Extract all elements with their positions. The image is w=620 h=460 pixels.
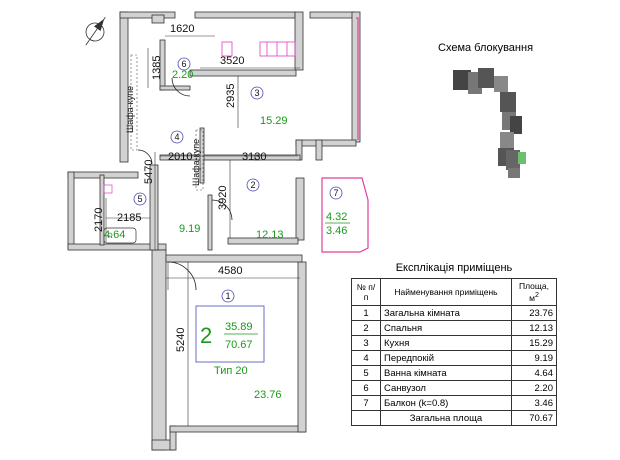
- block-scheme: [453, 68, 526, 178]
- outer-walls: [67, 11, 361, 451]
- apartment-total-area: 70.67: [225, 339, 253, 351]
- room-7-area: 3.46: [326, 225, 347, 237]
- dim-2010: 2010: [168, 151, 192, 163]
- north-arrow-icon: [85, 17, 106, 46]
- room-7-area-gross: 4.32: [326, 211, 347, 223]
- row-area: 23.76: [511, 305, 557, 321]
- room-1-area: 23.76: [254, 389, 282, 401]
- legend-header-num: № п/п: [351, 278, 381, 306]
- row-area: 3.46: [511, 395, 557, 411]
- apartment-summary-box: [195, 305, 265, 363]
- row-name: Спальня: [380, 320, 512, 336]
- apartment-room-count: 2: [200, 323, 212, 348]
- dim-3130: 3130: [242, 151, 266, 163]
- dim-1385: 1385: [151, 56, 163, 80]
- room-7-number: 7: [334, 188, 339, 198]
- room-6-area: 2.20: [172, 69, 193, 81]
- row-num: 7: [351, 395, 381, 411]
- kitchen-fixtures: [221, 41, 296, 57]
- row-name: Загальна кімната: [380, 305, 512, 321]
- row-name: Балкон (k=0.8): [380, 395, 512, 411]
- legend-header-area: Площа, м2: [511, 278, 557, 306]
- dim-5470: 5470: [143, 160, 155, 184]
- room-4-number: 4: [175, 132, 180, 142]
- dim-2185: 2185: [117, 212, 141, 224]
- apartment-living-area: 35.89: [225, 321, 253, 333]
- dim-5240: 5240: [175, 328, 187, 352]
- dim-4580: 4580: [218, 265, 242, 277]
- apartment-type: Тип 20: [214, 365, 248, 377]
- row-name: Кухня: [380, 335, 512, 351]
- room-4-area: 9.19: [179, 223, 200, 235]
- dim-2170: 2170: [93, 208, 105, 232]
- row-name: Ванна кімната: [380, 365, 512, 381]
- legend-total-value: 70.67: [511, 410, 557, 426]
- block-scheme-title: Схема блокування: [438, 42, 534, 54]
- row-area: 2.20: [511, 380, 557, 396]
- legend-header-row: № п/п Найменування приміщень Площа, м2: [351, 278, 557, 306]
- room-1-number: 1: [226, 291, 231, 301]
- row-area: 4.64: [511, 365, 557, 381]
- dimension-lines: [105, 35, 300, 426]
- room-legend: Експлікація приміщень № п/п Найменування…: [351, 262, 557, 426]
- room-5-number: 5: [138, 194, 143, 204]
- dim-3520: 3520: [220, 55, 244, 67]
- closet-hatch: [130, 54, 204, 191]
- row-name: Передпокій: [380, 350, 512, 366]
- dim-2935: 2935: [225, 84, 237, 108]
- closet-label-left: Шафа-купе: [125, 86, 135, 133]
- row-num: 5: [351, 365, 381, 381]
- bath-fixtures: [103, 184, 137, 244]
- balcony: [321, 17, 369, 253]
- room-2-area: 12.13: [256, 229, 284, 241]
- legend-total-label: Загальна площа: [380, 410, 512, 426]
- row-num: 6: [351, 380, 381, 396]
- room-2-number: 2: [251, 180, 256, 190]
- row-num: 3: [351, 335, 381, 351]
- legend-header-area-sup: 2: [534, 291, 539, 300]
- legend-header-area-text: Площа, м: [519, 281, 549, 303]
- room-number-markers: [133, 57, 343, 303]
- room-3-area: 15.29: [260, 115, 288, 127]
- legend-table: № п/п Найменування приміщень Площа, м2 1…: [351, 278, 557, 426]
- interior-walls: [99, 39, 303, 263]
- row-num: 4: [351, 350, 381, 366]
- dim-1620: 1620: [170, 23, 194, 35]
- room-3-number: 3: [255, 88, 260, 98]
- row-area: 15.29: [511, 335, 557, 351]
- room-5-area: 4.64: [104, 229, 125, 241]
- legend-header-name: Найменування приміщень: [380, 278, 512, 306]
- row-num: 2: [351, 320, 381, 336]
- room-6-number: 6: [182, 59, 187, 69]
- row-num: 1: [351, 305, 381, 321]
- dim-3920: 3920: [217, 186, 229, 210]
- row-name: Санвузол: [380, 380, 512, 396]
- row-num-empty: [351, 410, 381, 426]
- row-area: 9.19: [511, 350, 557, 366]
- row-area: 12.13: [511, 320, 557, 336]
- closet-label-right: Шафа-купе: [191, 139, 201, 186]
- legend-title: Експлікація приміщень: [395, 262, 513, 274]
